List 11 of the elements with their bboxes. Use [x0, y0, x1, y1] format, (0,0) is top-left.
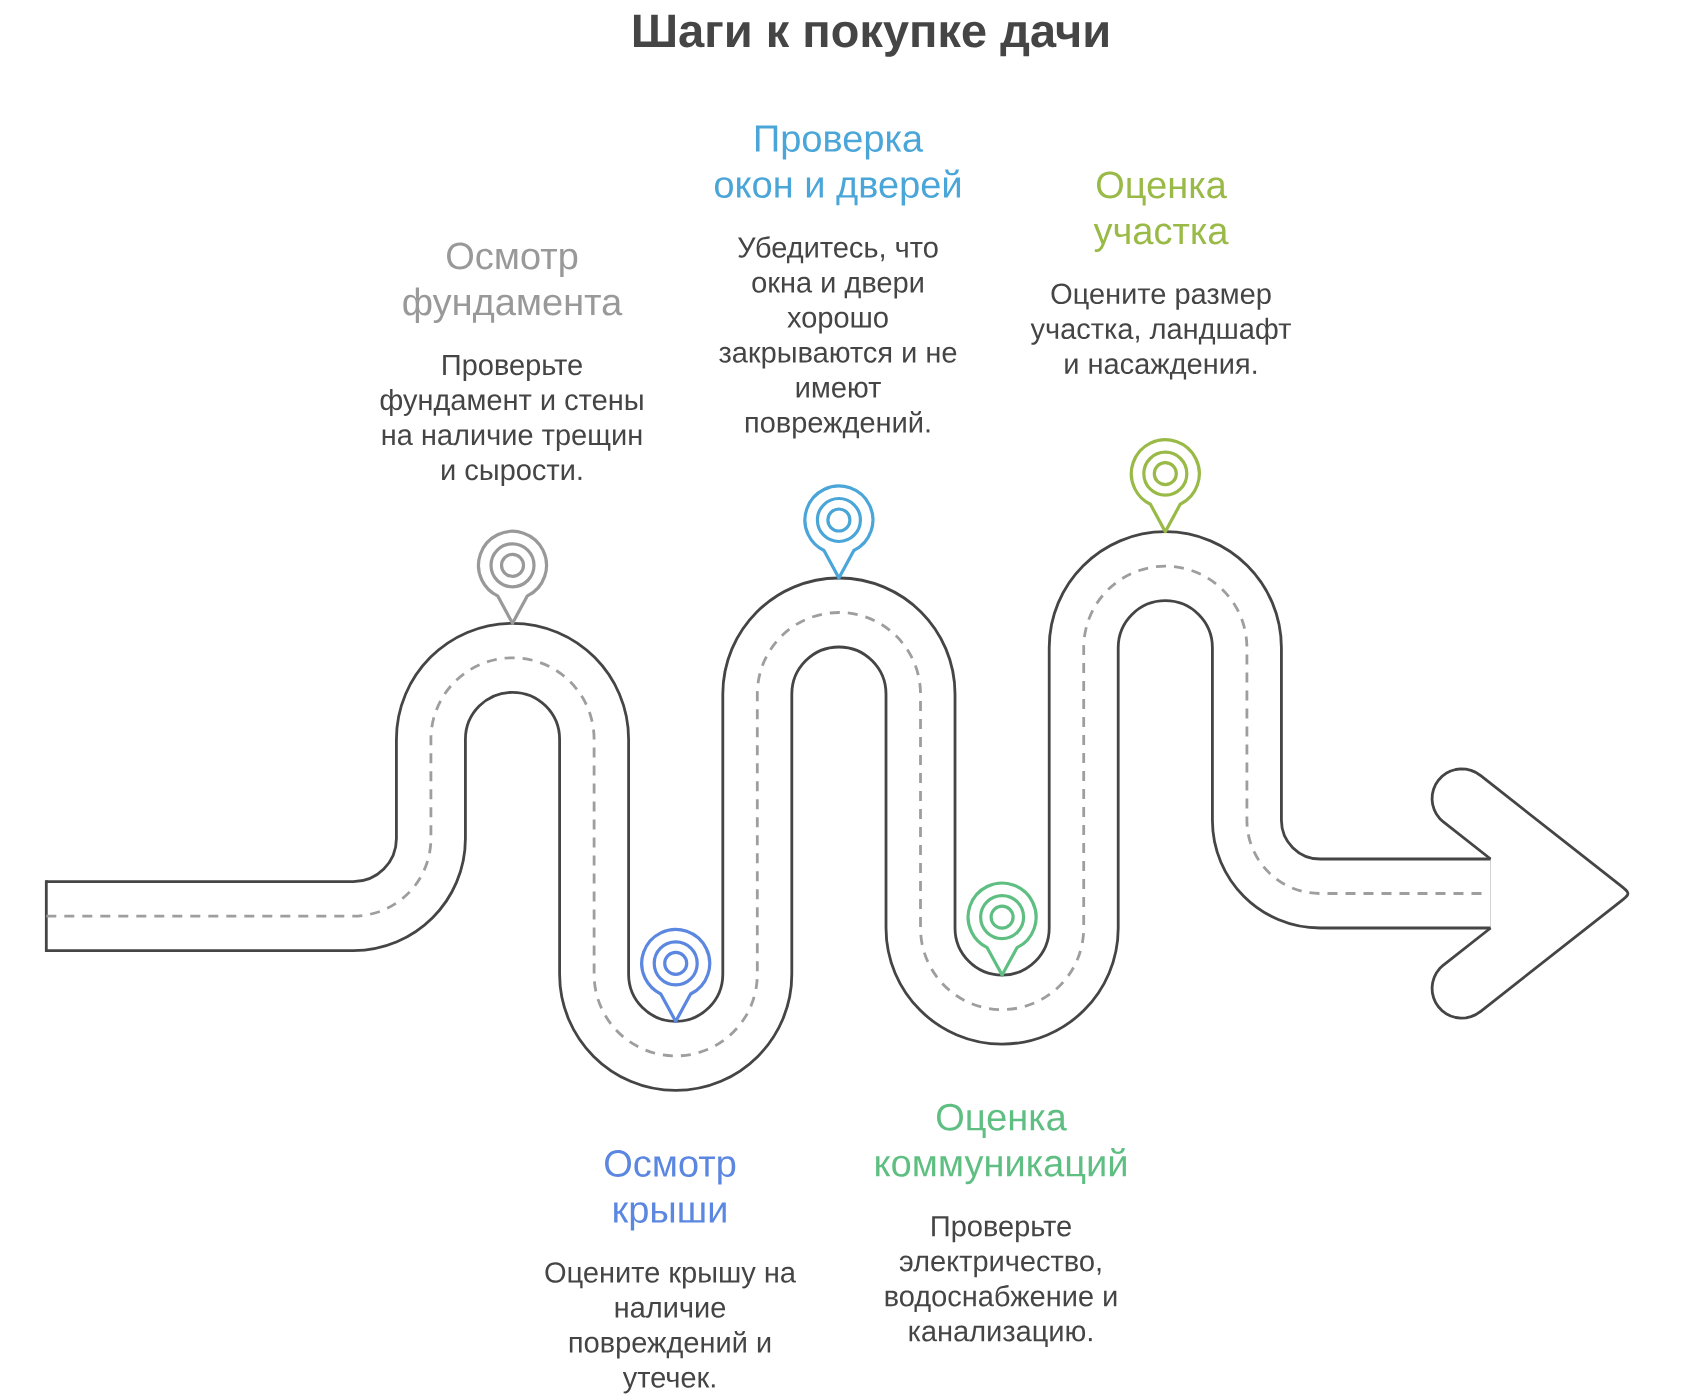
- step-title: Проверка окон и дверей: [715, 125, 960, 206]
- step-title: Оценка коммуникаций: [876, 1103, 1126, 1185]
- step-description: Убедитесь, что окна и двери хорошо закрываются и не имеют повреждений.: [719, 236, 957, 439]
- step-description: Оцените крышу на наличие повреждений и утечек.: [545, 1262, 796, 1394]
- step-description: Проверьте электричество, водоснабжение и канализацию.: [885, 1216, 1117, 1347]
- step-title: Оценка участка: [1093, 171, 1229, 252]
- title: Шаги к покупке дачи: [634, 14, 1108, 57]
- step-description: Оцените размер участка, ландшафт и насаждения.: [1030, 283, 1291, 380]
- step-title: Осмотр фундамента: [403, 242, 623, 323]
- step-description: Проверьте фундамент и стены на наличие трещин и сырости.: [380, 355, 643, 486]
- step-title: Осмотр крыши: [605, 1150, 736, 1231]
